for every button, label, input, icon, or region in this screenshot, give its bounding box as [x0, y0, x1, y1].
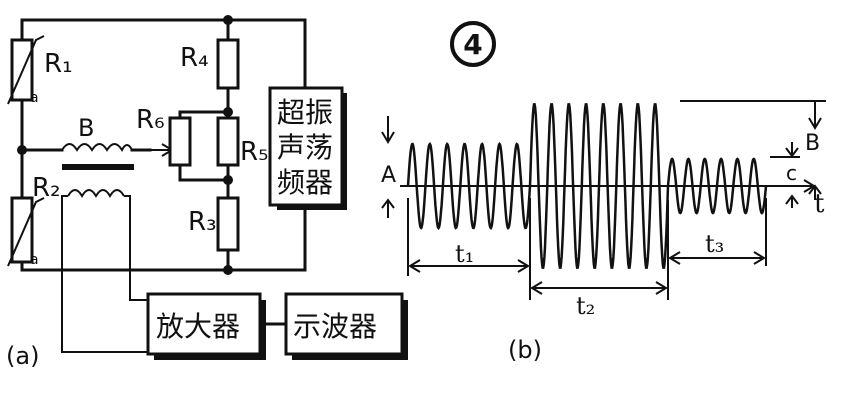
- amplifier-label: 放大器: [156, 310, 240, 343]
- amplitude-c-marker: [770, 142, 800, 208]
- secondary-lead-left: [61, 195, 148, 353]
- waveform-diagram: [381, 100, 826, 300]
- label-amplitude-b: B: [805, 131, 820, 156]
- waveform-trace: [406, 103, 768, 269]
- label-time-axis: t: [814, 189, 825, 219]
- resistor-r3: [216, 196, 240, 252]
- transformer-core: [62, 164, 134, 170]
- label-r2: R₂: [32, 173, 61, 203]
- thermistor-mark-r2: a: [30, 252, 39, 268]
- label-r4: R₄: [180, 43, 209, 73]
- label-interval-t3: t₃: [705, 230, 724, 258]
- transformer-b: [61, 143, 148, 353]
- junction-left: [17, 145, 27, 155]
- oscillator-label-line-1: 超振: [277, 96, 333, 129]
- resistor-r5: [216, 116, 240, 167]
- primary-coil: [61, 143, 133, 153]
- thermistor-slash-r1: [7, 35, 45, 105]
- wire-r6-top: [178, 110, 230, 120]
- panel-label-b: (b): [508, 336, 542, 364]
- label-r1: R₁: [44, 49, 73, 79]
- junction-r5-r3: [223, 175, 233, 185]
- oscillator-label-line-3: 频器: [277, 166, 333, 199]
- amplifier-box: [146, 292, 262, 356]
- amplitude-a-marker: [381, 116, 395, 218]
- label-interval-t1: t₁: [455, 240, 474, 268]
- junction-bottom: [223, 265, 233, 275]
- label-r3: R₃: [188, 207, 217, 237]
- oscilloscope-box: [284, 292, 404, 356]
- label-r6: R₆: [136, 105, 165, 135]
- junction-r4-r5: [223, 107, 233, 117]
- secondary-coil: [67, 189, 125, 198]
- interval-t3-line: [668, 198, 767, 266]
- oscilloscope-label: 示波器: [293, 310, 377, 343]
- resistor-r4: [216, 38, 240, 90]
- wire-r6-bottom: [178, 163, 230, 182]
- interval-t1-line: [407, 198, 531, 300]
- resistor-r6: [168, 116, 192, 167]
- figure-number-circle: [450, 21, 496, 67]
- secondary-lead-right: [124, 195, 148, 301]
- interval-t2-line: [530, 200, 669, 300]
- label-interval-t2: t₂: [576, 292, 595, 320]
- thermistor-mark-r1: a: [30, 90, 39, 106]
- label-amplitude-c: c: [786, 161, 797, 185]
- panel-label-a: (a): [6, 342, 39, 370]
- thermistor-slash-r2: [7, 197, 45, 267]
- junction-top: [223, 15, 233, 25]
- circuit-diagram: [7, 15, 408, 360]
- label-amplitude-a: A: [381, 163, 396, 188]
- oscillator-box: [268, 86, 344, 207]
- amplitude-b-marker: [680, 100, 826, 200]
- label-r5: R₅: [240, 137, 269, 167]
- oscillator-label-line-2: 声荡: [277, 131, 333, 164]
- figure-number: 4: [450, 21, 496, 67]
- figure-number-text: 4: [463, 28, 482, 61]
- label-transformer-b: B: [78, 114, 94, 142]
- ultrasonic-oscillator: [268, 86, 347, 210]
